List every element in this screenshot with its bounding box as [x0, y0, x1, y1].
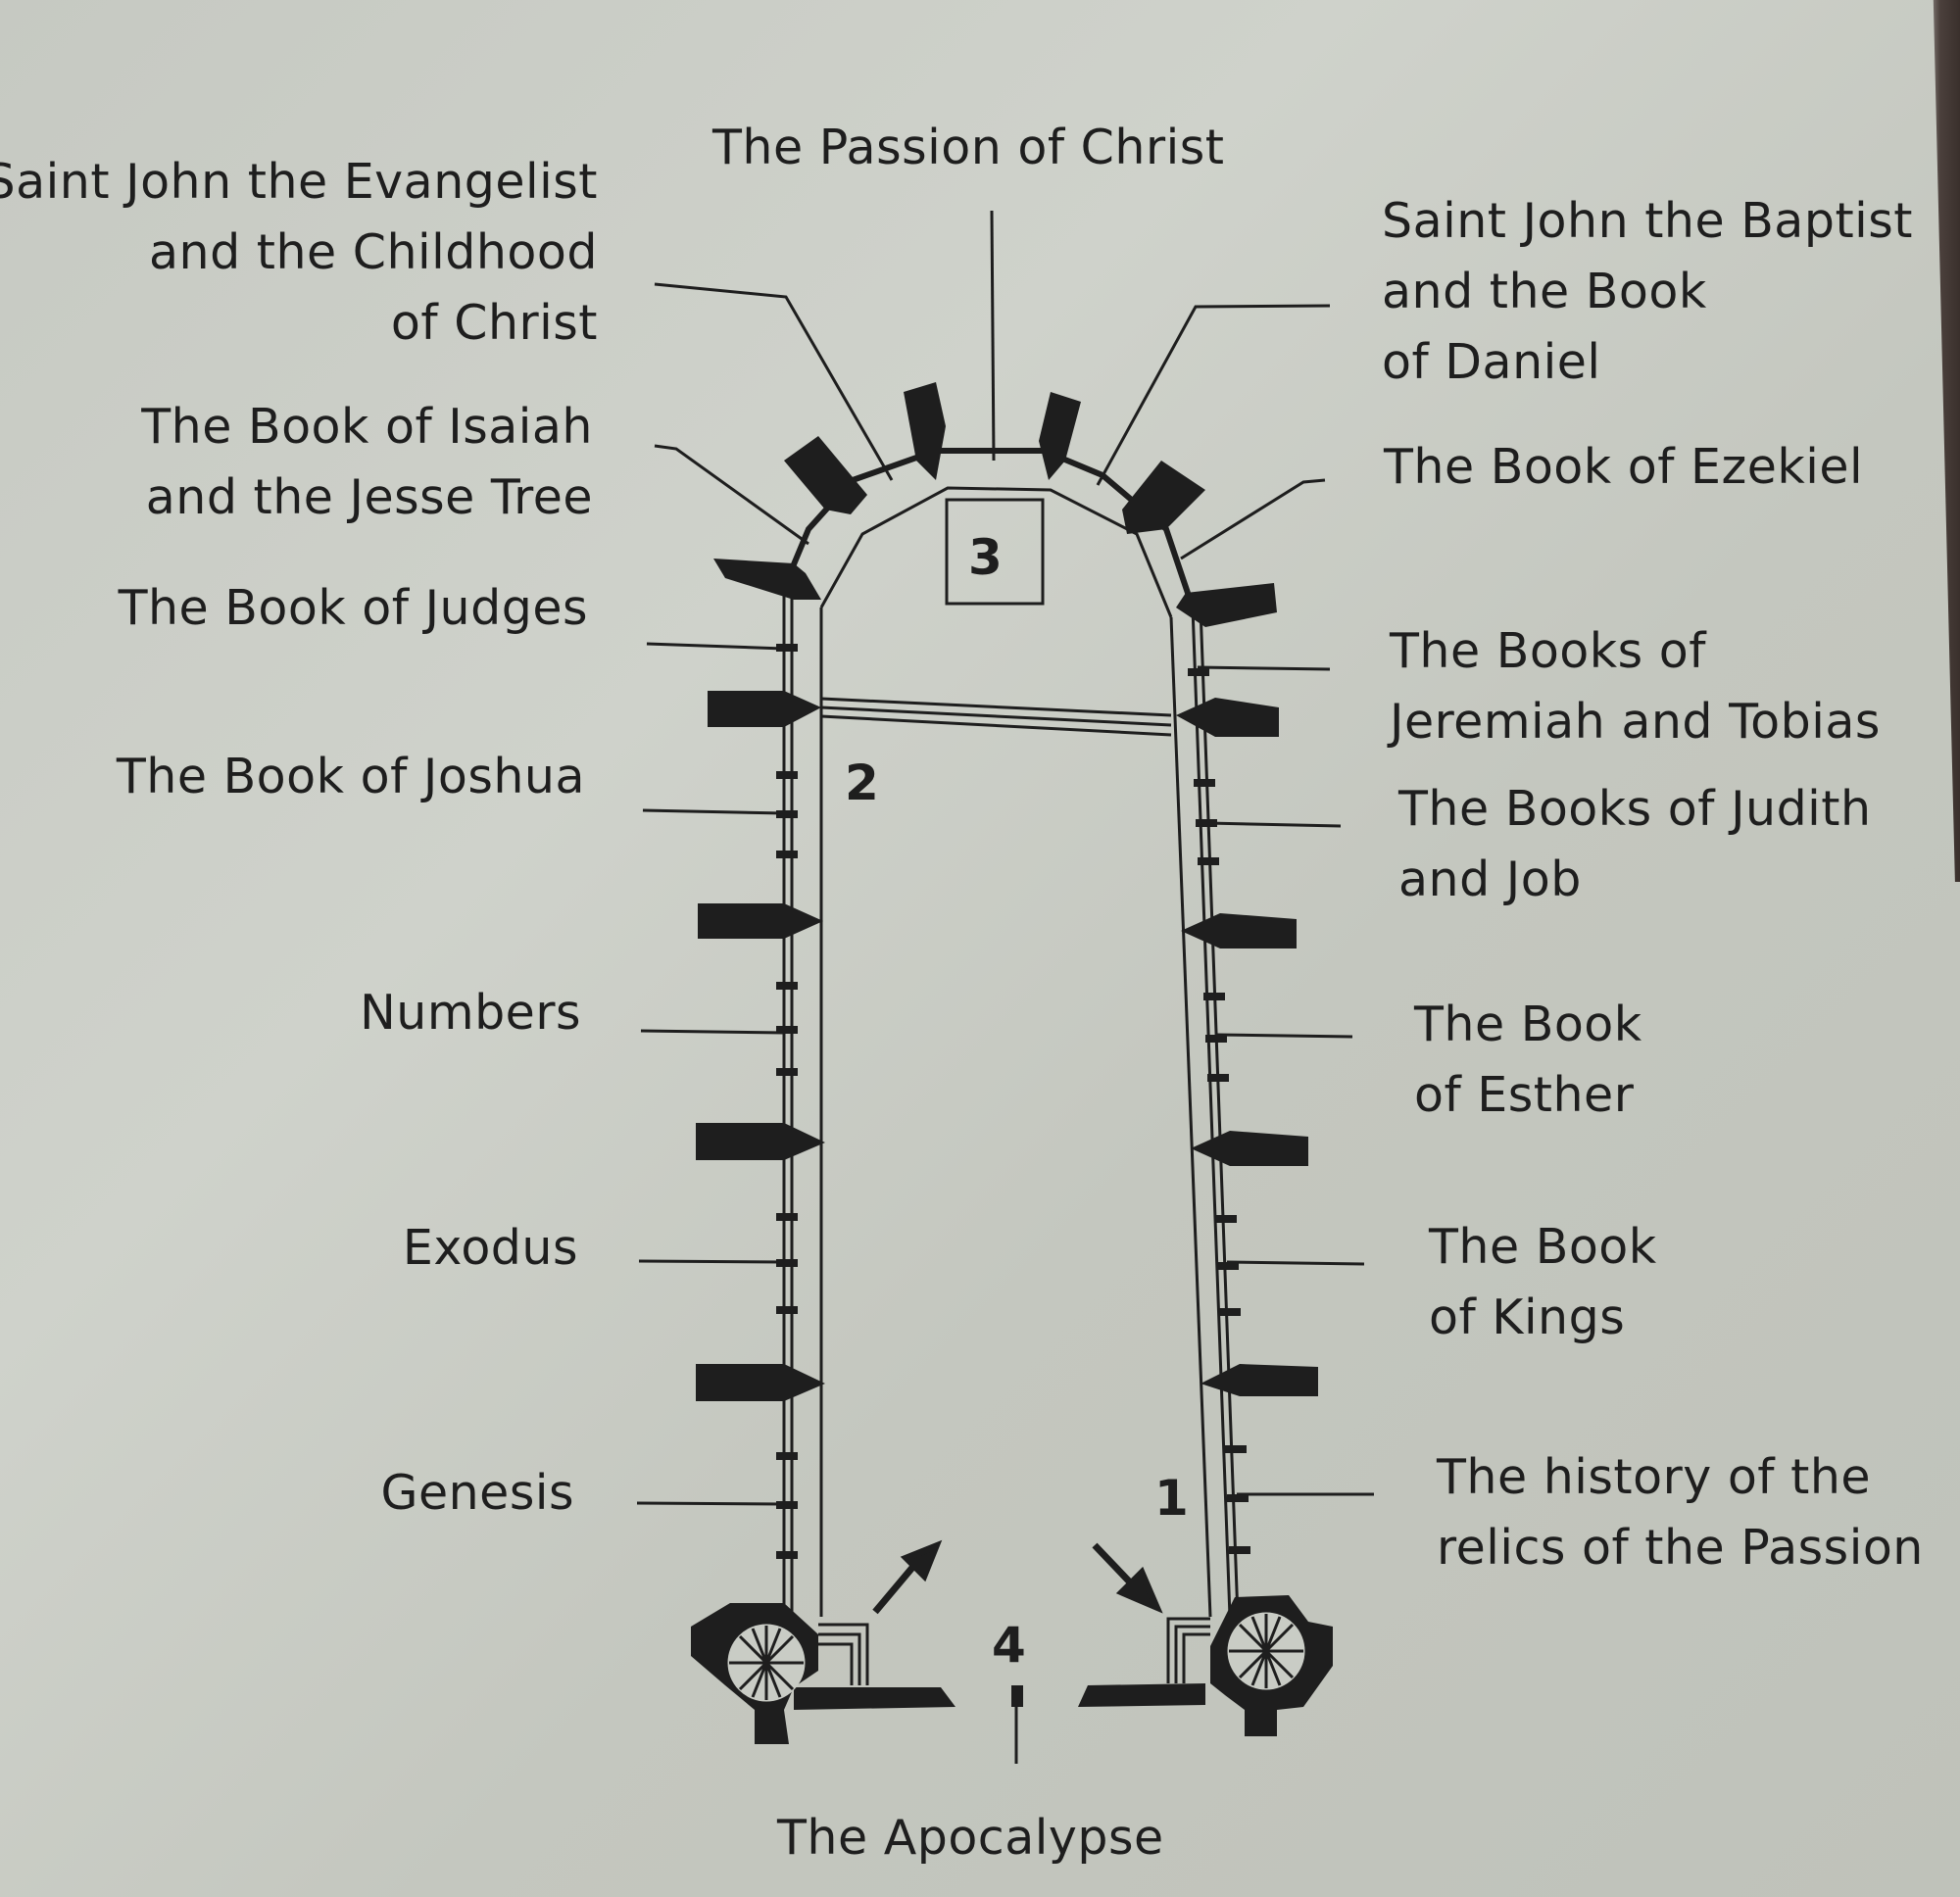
buttress [1122, 461, 1205, 534]
wall-ticks [776, 644, 1250, 1559]
buttress [1039, 392, 1081, 480]
leader-john-evangelist [654, 282, 894, 481]
buttress [1176, 583, 1277, 627]
zone-number-4: 4 [992, 1617, 1026, 1674]
leader-numbers [640, 1029, 785, 1035]
label-apocalypse: The Apocalypse [777, 1810, 1164, 1866]
label-numbers: Numbers [360, 985, 581, 1041]
apse-inner-outline [819, 486, 1173, 618]
label-passion-of-christ: The Passion of Christ [712, 120, 1225, 175]
buttress [784, 436, 867, 514]
zone-3-box [945, 498, 1045, 606]
label-joshua: The Book of Joshua [116, 749, 585, 804]
label-isaiah: The Book of Isaiah and the Jesse Tree [141, 399, 593, 525]
label-exodus: Exodus [402, 1220, 578, 1276]
zone-number-3: 3 [968, 529, 1003, 586]
buttress [696, 1364, 825, 1401]
arrow-up-right-icon [872, 1539, 943, 1615]
leader-john-baptist [1096, 304, 1331, 486]
leader-isaiah [654, 444, 809, 546]
choir-screen [820, 697, 1172, 737]
label-ezekiel: The Book of Ezekiel [1384, 439, 1864, 495]
label-relics: The history of the relics of the Passion [1437, 1449, 1924, 1576]
outer-right-wall [1191, 607, 1240, 1618]
buttress [696, 1123, 825, 1160]
leader-ezekiel [1180, 478, 1326, 560]
leader-esther [1216, 1033, 1353, 1039]
leader-joshua [642, 808, 785, 815]
buttress [1176, 698, 1279, 737]
buttress [698, 903, 823, 939]
arrow-down-right-icon [1092, 1542, 1163, 1614]
buttress [708, 691, 821, 727]
west-facade-wall [794, 1683, 1205, 1710]
label-esther: The Book of Esther [1414, 997, 1642, 1123]
leader-jeremiah [1197, 665, 1331, 671]
label-jeremiah-tobias: The Books of Jeremiah and Tobias [1390, 623, 1881, 750]
leader-genesis [636, 1501, 785, 1506]
label-john-evangelist: Saint John the Evangelist and the Childh… [0, 154, 598, 351]
buttress [1181, 913, 1297, 948]
leader-passion [990, 210, 996, 462]
label-judith-job: The Books of Judith and Job [1398, 781, 1872, 907]
buttress [1191, 1131, 1308, 1166]
leader-judges [646, 642, 785, 651]
buttresses [691, 382, 1333, 1744]
nave-inner-right-wall [1169, 616, 1212, 1618]
label-kings: The Book of Kings [1429, 1219, 1657, 1345]
zone-number-2: 2 [845, 754, 879, 811]
leader-exodus [638, 1259, 785, 1264]
buttress [713, 559, 821, 600]
buttress [904, 382, 946, 480]
zone-number-1: 1 [1154, 1470, 1189, 1527]
label-judges: The Book of Judges [118, 580, 588, 636]
leader-kings [1226, 1260, 1365, 1266]
central-pier [1011, 1685, 1023, 1707]
outer-left-wall [782, 588, 794, 1617]
buttress [1200, 1364, 1318, 1396]
leader-judith [1206, 821, 1342, 828]
label-john-baptist: Saint John the Baptist and the Book of D… [1382, 193, 1914, 390]
label-genesis: Genesis [380, 1465, 574, 1521]
